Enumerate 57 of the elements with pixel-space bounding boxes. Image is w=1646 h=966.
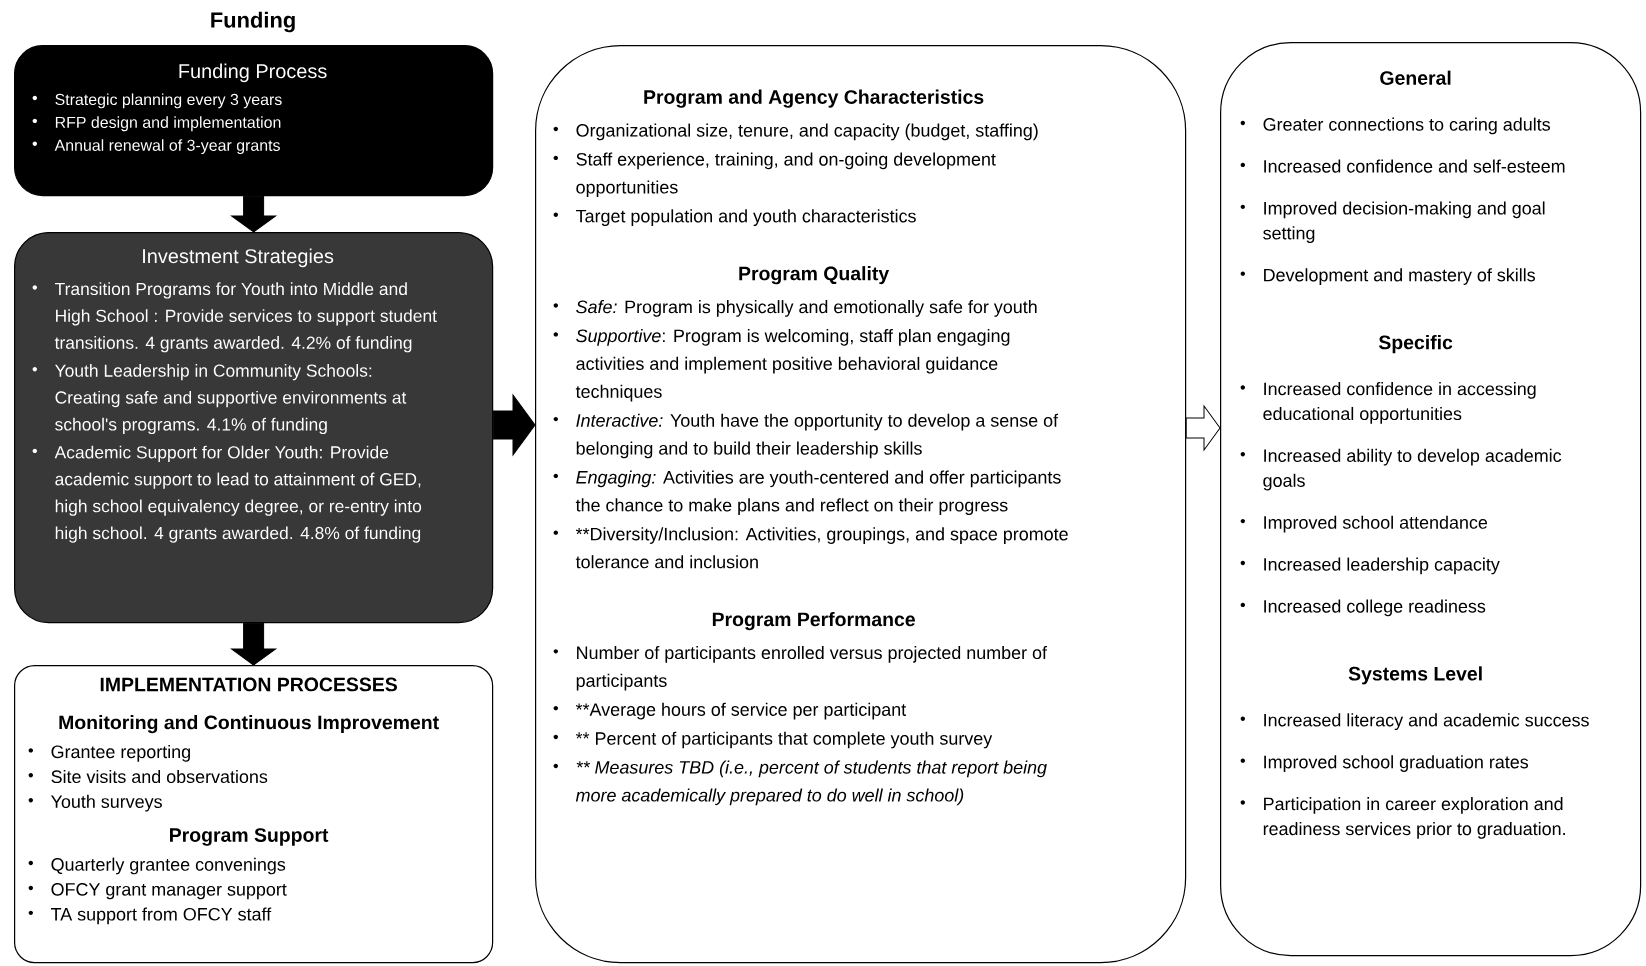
bullet-item: Youth Leadership in Community Schools: Creating safe and supportive environments at school's programs. 4.1% of funding: [32, 364, 407, 435]
bullet-item: Supportive: Program is welcoming, staff plan engaging activities and implement positive behavioral guidance techniques: [553, 329, 1010, 402]
bullet-item: Improved school attendance: [1240, 515, 1488, 533]
block-arrow: [231, 195, 277, 233]
bullet-item: Participation in career exploration and readiness services prior to graduation.: [1240, 797, 1565, 839]
bullet-item: Youth surveys: [28, 794, 162, 812]
bullet-item: ** Percent of participants that complete youth survey: [553, 731, 993, 749]
block-arrow: [231, 622, 277, 666]
section-heading: Investment Strategies: [143, 248, 334, 268]
rounded-box: [14, 45, 494, 197]
rounded-box: [535, 45, 1187, 964]
bullet-item: Safe: Program is physically and emotionally safe for youth: [553, 300, 1037, 317]
section-heading: IMPLEMENTATION PROCESSES: [100, 677, 397, 692]
bullet-item: **Diversity/Inclusion: Activities, groupings, and space promote tolerance and inclusion: [553, 527, 1068, 569]
bullet-item: Increased confidence and self-esteem: [1240, 159, 1565, 173]
bullet-item: Transition Programs for Youth into Middle and High School : Provide services to support student transitions. 4 grants awarded. 4.2% of funding: [32, 282, 437, 353]
section-heading: Systems Level: [1348, 666, 1482, 685]
bullet-item: Engaging: Activities are youth-centered and offer participants the chance to make plans and reflect on their progress: [553, 470, 1061, 516]
section-heading: Program Support: [170, 828, 329, 846]
block-arrow: [1185, 405, 1221, 451]
bullet-item: Annual renewal of 3-year grants: [32, 139, 280, 155]
bullet-item: Increased confidence in accessing educational opportunities: [1240, 382, 1536, 424]
bullet-item: TA support from OFCY staff: [28, 907, 272, 925]
bullet-item: Improved school graduation rates: [1240, 755, 1529, 772]
bullet-item: Quarterly grantee convenings: [28, 857, 286, 875]
bullet-item: Staff experience, training, and on-going development opportunities: [553, 152, 996, 198]
section-heading: Specific: [1378, 335, 1453, 354]
rounded-box: [14, 232, 494, 624]
section-heading: Monitoring and Continuous Improvement: [59, 715, 439, 734]
section-heading: Funding Process: [179, 63, 327, 83]
bullet-item: Improved decision-making and goal setting: [1240, 201, 1545, 244]
rounded-box: [1220, 42, 1642, 957]
bullet-item: Academic Support for Older Youth: Provide academic support to lead to attainment of GED, high school equivalency degree, or re-entry into high school. 4 grants awarded. 4.8% of funding: [32, 445, 422, 543]
column-heading: Funding: [211, 11, 295, 33]
bullet-item: OFCY grant manager support: [28, 883, 287, 900]
rounded-box: [14, 665, 494, 964]
bullet-item: Number of participants enrolled versus projected number of participants: [553, 645, 1048, 691]
section-heading: Program Quality: [739, 266, 890, 285]
bullet-item: Site visits and observations: [28, 769, 268, 784]
section-heading: Program and Agency Characteristics: [644, 89, 984, 108]
bullet-item: Interactive: Youth have the opportunity to develop a sense of belonging and to build their leadership skills: [553, 413, 1059, 459]
bullet-item: Greater connections to caring adults: [1240, 117, 1550, 135]
bullet-item: ** Measures TBD (i.e., percent of students that report being more academically prepared to do well in school): [553, 760, 1047, 806]
bullet-item: Strategic planning every 3 years: [32, 93, 282, 109]
bullet-item: Grantee reporting: [28, 745, 190, 762]
bullet-item: **Average hours of service per participant: [553, 702, 907, 720]
bullet-item: Target population and youth characteristics: [553, 209, 916, 226]
bullet-item: Increased college readiness: [1240, 599, 1486, 617]
bullet-item: Increased ability to develop academic goals: [1240, 448, 1562, 491]
bullet-item: RFP design and implementation: [32, 116, 281, 132]
bullet-item: Increased literacy and academic success: [1240, 713, 1589, 730]
section-heading: Program Performance: [712, 611, 915, 631]
bullet-item: Increased leadership capacity: [1240, 557, 1500, 575]
section-heading: General: [1380, 70, 1451, 85]
bullet-item: Organizational size, tenure, and capacity (budget, staffing): [553, 123, 1038, 141]
bullet-item: Development and mastery of skills: [1240, 268, 1536, 285]
block-arrow: [492, 394, 536, 456]
